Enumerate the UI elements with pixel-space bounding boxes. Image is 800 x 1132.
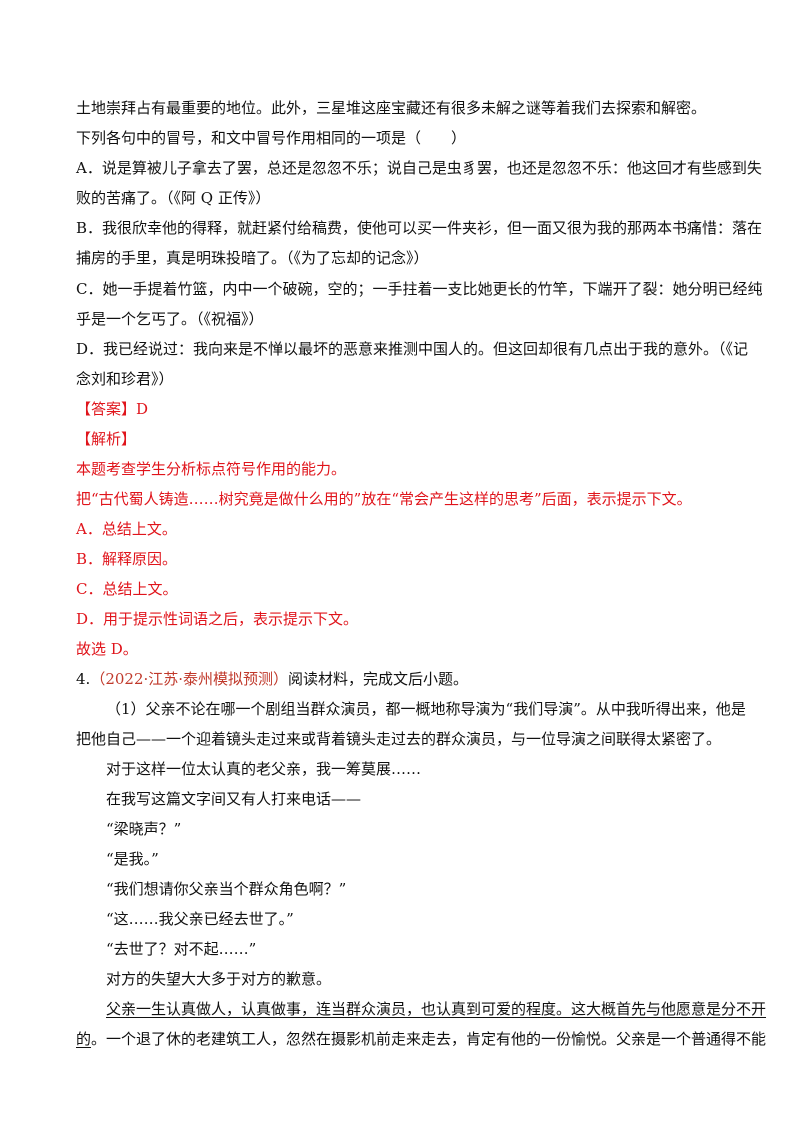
- analysis-label: 【解析】: [76, 430, 137, 448]
- analysis-line: D．用于提示性词语之后，表示提示下文。: [76, 610, 359, 628]
- question-source: （2022·江苏·泰州模拟预测）: [90, 670, 289, 688]
- analysis-line: B．解释原因。: [76, 550, 178, 568]
- option-d-line1: D．我已经说过：我向来是不惮以最坏的恶意来推测中国人的。但这回却很有几点出于我的…: [76, 340, 749, 358]
- passage-paragraph: 在我写这篇文字间又有人打来电话——: [106, 790, 362, 808]
- dialogue-line: “去世了？对不起……”: [106, 940, 257, 958]
- dialogue-line: “这……我父亲已经去世了。”: [106, 910, 294, 928]
- underlined-sentence: 父亲一生认真做人，认真做事，连当群众演员，也认真到可爱的程度。这大概首先与他愿意…: [106, 1000, 767, 1018]
- analysis-line: 把“古代蜀人铸造……树究竟是做什么用的”放在“常会产生这样的思考”后面，表示提示…: [76, 490, 692, 508]
- passage-continuation: 。一个退了休的老建筑工人，忽然在摄影机前走来走去，肯定有他的一份愉悦。父亲是一个…: [91, 1030, 767, 1048]
- dialogue-line: “我们想请你父亲当个群众角色啊？”: [106, 880, 347, 898]
- passage-paragraph: （1）父亲不论在哪一个剧组当群众演员，都一概地称导演为“我们导演”。从中我听得出…: [106, 700, 746, 718]
- option-b-line1: B．我很欣幸他的得释，就赶紧付给稿费，使他可以买一件夹衫，但一面又很为我的那两本…: [76, 219, 763, 237]
- passage-paragraph: 把他自己——一个迎着镜头走过来或背着镜头走过去的群众演员，与一位导演之间联得太紧…: [76, 730, 722, 748]
- analysis-line: A．总结上文。: [76, 520, 177, 538]
- passage-paragraph: 对方的失望大大多于对方的歉意。: [106, 970, 332, 988]
- dialogue-line: “是我。”: [106, 850, 159, 868]
- option-a-line1: A．说是算被儿子拿去了罢，总还是忽忽不乐；说自己是虫豸罢，也还是忽忽不乐：他这回…: [76, 159, 762, 177]
- question-stem: 下列各句中的冒号，和文中冒号作用相同的一项是（ ）: [76, 129, 467, 147]
- analysis-line: C．总结上文。: [76, 580, 178, 598]
- passage-paragraph: 对于这样一位太认真的老父亲，我一筹莫展……: [106, 760, 422, 778]
- option-b-line2: 捕房的手里，真是明珠投暗了。（《为了忘却的记念》）: [76, 249, 429, 267]
- option-c-line2: 乎是一个乞丐了。（《祝福》）: [76, 310, 264, 328]
- passage-paragraph: 的。一个退了休的老建筑工人，忽然在摄影机前走来走去，肯定有他的一份愉悦。父亲是一…: [76, 1029, 766, 1049]
- underlined-sentence-end: 的: [76, 1030, 92, 1048]
- option-d-line2: 念刘和珍君》）: [76, 370, 174, 388]
- passage-paragraph-underlined: 父亲一生认真做人，认真做事，连当群众演员，也认真到可爱的程度。这大概首先与他愿意…: [106, 999, 766, 1019]
- analysis-line: 本题考查学生分析标点符号作用的能力。: [76, 460, 347, 478]
- conclusion-line: 故选 D。: [76, 640, 138, 658]
- option-a-line2: 败的苦痛了。（《阿 Q 正传》）: [76, 189, 271, 207]
- answer-line: 【答案】D: [76, 400, 149, 418]
- dialogue-line: “梁晓声？”: [106, 820, 182, 838]
- question-prompt: 阅读材料，完成文后小题。: [288, 670, 469, 688]
- question-number: 4.: [76, 670, 91, 688]
- question-4-header: 4.（2022·江苏·泰州模拟预测）阅读材料，完成文后小题。: [76, 669, 468, 689]
- option-c-line1: C．她一手提着竹篮，内中一个破碗，空的；一手拄着一支比她更长的竹竿，下端开了裂：…: [76, 280, 763, 298]
- intro-tail: 土地崇拜占有最重要的地位。此外，三星堆这座宝藏还有很多未解之谜等着我们去探索和解…: [76, 99, 707, 117]
